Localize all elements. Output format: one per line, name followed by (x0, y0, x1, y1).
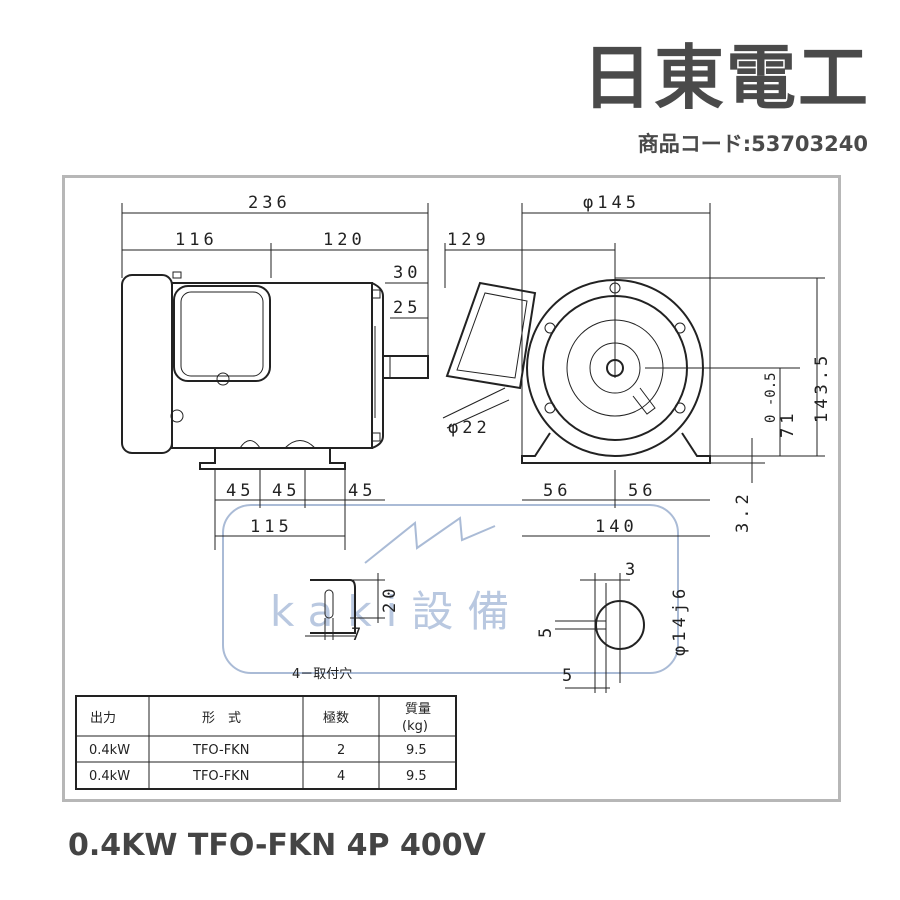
dim-71-tol: 0 -0.5 (763, 372, 779, 423)
motor-drawing: kaki設備 (75, 193, 832, 790)
th-model: 形 式 (202, 711, 241, 726)
th-mass: 質量 (405, 702, 431, 717)
dim-dia-145: φ145 (583, 193, 640, 213)
product-caption: 0.4KW TFO-FKN 4P 400V (68, 828, 486, 863)
cell-r1-poles: 2 (337, 743, 345, 758)
dim-key-3: 3 (625, 560, 639, 580)
product-code: 商品コード:53703240 (637, 132, 868, 156)
slot-note: 4－取付穴 (292, 667, 352, 682)
cell-r2-model: TFO-FKN (192, 769, 249, 784)
dim-236: 236 (248, 193, 291, 213)
dim-140: 140 (595, 517, 638, 537)
dim-115: 115 (250, 517, 293, 537)
cell-r1-model: TFO-FKN (192, 743, 249, 758)
th-mass-unit: (kg) (402, 719, 428, 734)
spec-table (75, 695, 457, 790)
cell-r2-mass: 9.5 (406, 769, 427, 784)
cell-r1-mass: 9.5 (406, 743, 427, 758)
th-output: 出力 (90, 711, 116, 726)
cell-r1-output: 0.4kW (89, 743, 130, 758)
dim-30: 30 (393, 263, 421, 283)
dim-116: 116 (175, 230, 218, 250)
dim-slot-20: 20 (380, 585, 400, 613)
dim-25: 25 (393, 298, 421, 318)
cell-r2-poles: 4 (337, 769, 345, 784)
dim-71: 71 (778, 410, 798, 438)
dim-45-c: 45 (348, 481, 376, 501)
dim-129: 129 (447, 230, 490, 250)
shaft-detail (555, 573, 645, 693)
dim-shaft-dia: φ14j6 (670, 585, 690, 656)
th-poles: 極数 (323, 710, 349, 726)
dim-45-a: 45 (226, 481, 254, 501)
dim-dia-22: φ22 (448, 418, 491, 438)
slot-detail (305, 573, 385, 640)
dim-3-2: 3.2 (733, 490, 753, 533)
dim-slot-7: 7 (351, 625, 365, 645)
dim-key-off-5: 5 (562, 666, 576, 686)
dim-120: 120 (323, 230, 366, 250)
front-view (442, 203, 825, 537)
dim-56-b: 56 (628, 481, 656, 501)
drawing-frame: kaki設備 (62, 175, 841, 802)
brand-logo: 日東電工 (582, 37, 870, 119)
dim-key-5: 5 (536, 624, 556, 638)
dim-143-5: 143.5 (812, 352, 832, 423)
dim-45-b: 45 (272, 481, 300, 501)
dim-56-a: 56 (543, 481, 571, 501)
watermark: kaki設備 (222, 504, 679, 674)
side-view (121, 203, 429, 550)
cell-r2-output: 0.4kW (89, 769, 130, 784)
watermark-text: kaki設備 (270, 587, 523, 636)
